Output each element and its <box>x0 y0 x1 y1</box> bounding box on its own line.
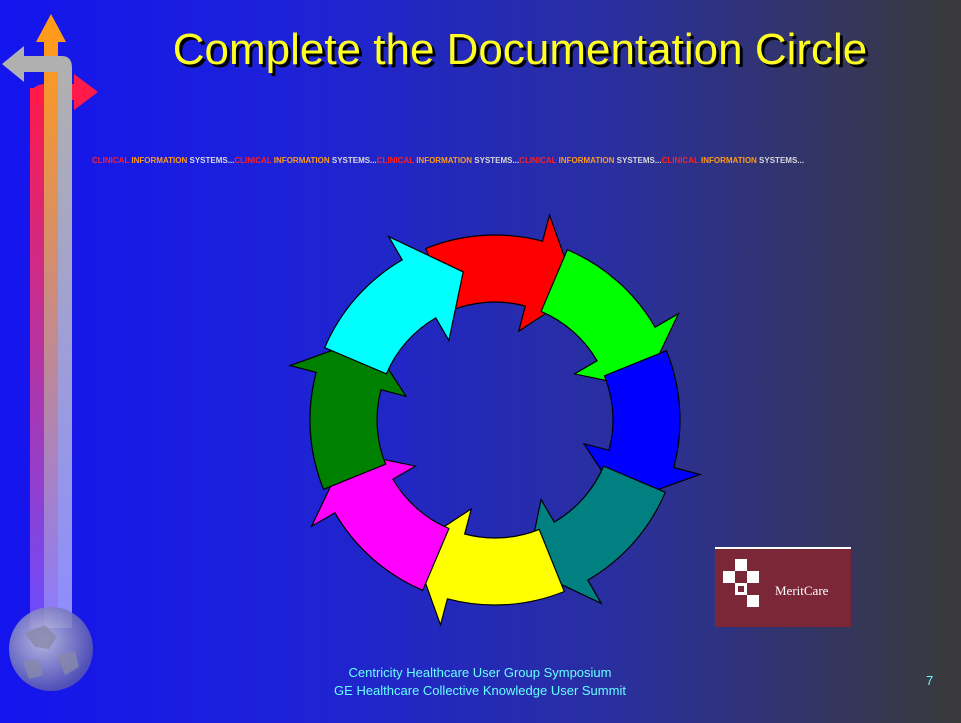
gray-arrow-head <box>2 46 72 82</box>
circle-arrow-segment <box>540 248 680 389</box>
red-bar <box>30 88 44 628</box>
meritcare-logo-text: MeritCare <box>775 583 829 598</box>
decorative-arrows <box>2 14 98 628</box>
ticker-systems: SYSTEMS... <box>472 156 520 165</box>
ticker-information: INFORMATION <box>556 156 615 165</box>
footer-line-2: GE Healthcare Collective Knowledge User … <box>334 683 626 698</box>
orange-arrow-head <box>36 14 66 42</box>
ticker-clinical: CLINICAL <box>376 156 414 165</box>
ticker-systems: SYSTEMS... <box>329 156 377 165</box>
circle-arrow-segment <box>411 507 566 627</box>
documentation-circle-diagram <box>288 213 702 627</box>
ticker-information: INFORMATION <box>129 156 188 165</box>
circle-arrow-segment <box>323 235 464 375</box>
ticker-systems: SYSTEMS... <box>614 156 662 165</box>
ticker-banner: CLINICAL INFORMATION SYSTEMS...CLINICAL … <box>92 156 961 165</box>
ticker-systems: SYSTEMS... <box>756 156 804 165</box>
page-number: 7 <box>926 673 934 688</box>
ticker-clinical: CLINICAL <box>661 156 699 165</box>
circle-arrow-segment <box>288 336 408 491</box>
ticker-information: INFORMATION <box>413 156 473 165</box>
orange-bar <box>44 40 58 628</box>
gray-bar <box>58 78 72 628</box>
circle-arrow-segment <box>526 465 667 605</box>
ticker-information: INFORMATION <box>698 156 757 165</box>
circle-arrow-segment <box>582 349 702 504</box>
meritcare-cross-icon <box>723 559 759 607</box>
footer: Centricity Healthcare User Group Symposi… <box>240 664 720 700</box>
globe-icon <box>9 607 93 691</box>
ticker-systems: SYSTEMS... <box>187 156 235 165</box>
ticker-clinical: CLINICAL <box>234 156 272 165</box>
ticker-clinical: CLINICAL <box>519 156 557 165</box>
red-bar-curve <box>30 84 46 104</box>
slide-title: Complete the Documentation Circle <box>172 25 868 74</box>
ticker-clinical: CLINICAL <box>92 156 130 165</box>
footer-line-1: Centricity Healthcare User Group Symposi… <box>348 665 612 680</box>
ticker-information: INFORMATION <box>271 156 330 165</box>
circle-arrow-segment <box>424 213 579 333</box>
circle-arrow-segment <box>310 451 450 592</box>
meritcare-logo: MeritCare <box>715 547 851 627</box>
